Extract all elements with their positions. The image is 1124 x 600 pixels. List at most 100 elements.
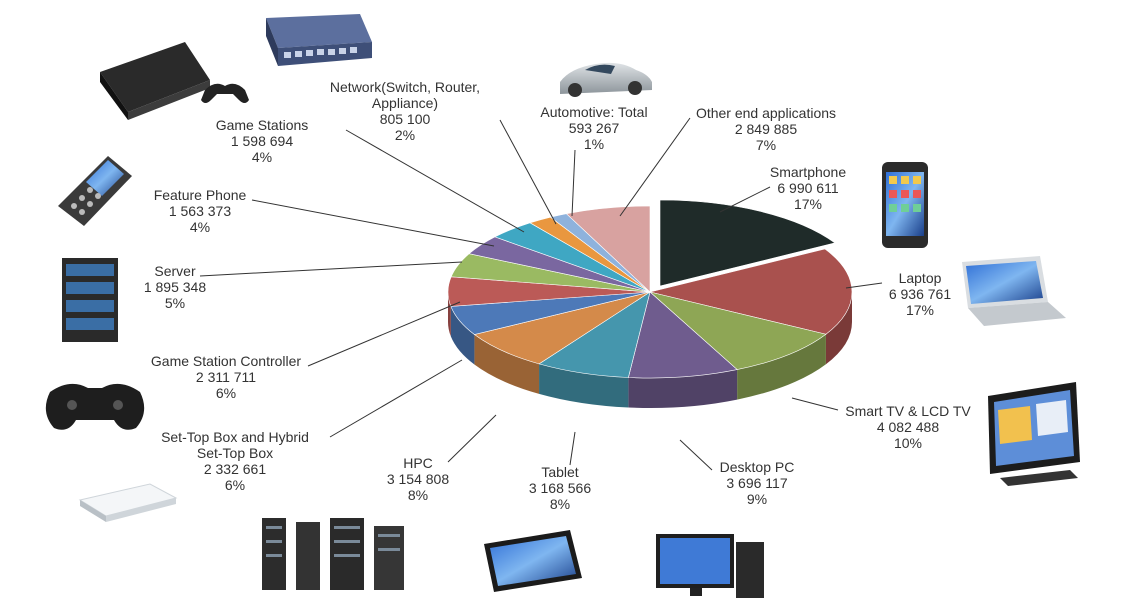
tablet-icon — [484, 530, 582, 592]
pie-slices — [447, 199, 853, 379]
laptop-icon — [962, 256, 1066, 326]
leader-line-game-stations — [345, 129, 525, 233]
pie-wall-2 — [737, 334, 826, 400]
pie-side-walls — [448, 292, 852, 408]
pie-wall-4 — [539, 363, 629, 408]
callout-smart-tv-line-1: 4 082 488 — [877, 419, 939, 435]
car-icon — [560, 62, 652, 97]
callout-game-stations-line-0: Game Stations — [216, 117, 309, 133]
callout-automotive-line-0: Automotive: Total — [540, 104, 647, 120]
callout-laptop-line-2: 17% — [906, 302, 934, 318]
callout-game-station-controller-line-1: 2 311 711 — [196, 369, 256, 385]
callout-smartphone-line-1: 6 990 611 — [777, 180, 838, 196]
callout-hpc-line-1: 3 154 808 — [387, 471, 449, 487]
leader-line-game-station-controller — [307, 301, 461, 367]
leader-line-server — [199, 261, 463, 277]
leader-line-laptop — [845, 282, 883, 289]
callout-tablet-line-2: 8% — [550, 496, 570, 512]
pie-wall-3 — [628, 369, 738, 408]
pie-slice-2 — [649, 291, 827, 370]
hpc-rack-icon — [262, 518, 404, 590]
callout-network-line-2: 805 100 — [380, 111, 431, 127]
callout-network-line-3: 2% — [395, 127, 415, 143]
callout-feature-phone-line-2: 4% — [190, 219, 210, 235]
network-switch-icon — [266, 14, 372, 66]
leader-line-hpc — [447, 414, 497, 463]
game-console-icon — [100, 42, 249, 120]
leader-line-network — [499, 119, 557, 225]
callout-smart-tv-line-0: Smart TV & LCD TV — [845, 403, 971, 419]
pie-slice-3 — [628, 291, 738, 379]
callout-network: Network(Switch, Router,Appliance)805 100… — [330, 79, 480, 143]
pie-slice-5 — [473, 291, 651, 365]
leader-line-smart-tv — [791, 397, 839, 411]
server-icon — [62, 258, 118, 342]
callout-game-station-controller-line-2: 6% — [216, 385, 236, 401]
callout-set-top-box-line-2: 2 332 661 — [204, 461, 266, 477]
callout-set-top-box-line-1: Set-Top Box — [197, 445, 273, 461]
desktop-pc-icon — [656, 534, 764, 598]
callout-hpc-line-2: 8% — [408, 487, 428, 503]
callout-tablet-line-1: 3 168 566 — [529, 480, 591, 496]
leader-line-automotive — [571, 149, 576, 217]
callout-smartphone-line-2: 17% — [794, 196, 822, 212]
callout-game-station-controller-line-0: Game Station Controller — [151, 353, 302, 369]
callout-desktop-pc-line-1: 3 696 117 — [726, 475, 787, 491]
callout-server-line-1: 1 895 348 — [144, 279, 206, 295]
callout-other-line-0: Other end applications — [696, 105, 836, 121]
callout-automotive-line-1: 593 267 — [569, 120, 620, 136]
pie-wall-1 — [825, 292, 852, 365]
pie-slice-4 — [538, 291, 651, 378]
leader-line-smartphone — [719, 186, 771, 213]
callout-desktop-pc-line-0: Desktop PC — [720, 459, 795, 475]
callout-server-line-0: Server — [154, 263, 196, 279]
tv-icon — [988, 382, 1080, 486]
callout-smartphone-line-0: Smartphone — [770, 164, 846, 180]
callout-desktop-pc-line-2: 9% — [747, 491, 767, 507]
leader-lines — [199, 117, 883, 471]
callout-other-line-1: 2 849 885 — [735, 121, 797, 137]
smartphone-icon — [882, 162, 928, 248]
leader-line-other — [619, 117, 691, 217]
callout-other-line-2: 7% — [756, 137, 776, 153]
callout-feature-phone-line-1: 1 563 373 — [169, 203, 231, 219]
set-top-box-icon — [78, 483, 178, 522]
callout-laptop-line-1: 6 936 761 — [889, 286, 951, 302]
pie-slice-0 — [659, 199, 836, 287]
callout-feature-phone-line-0: Feature Phone — [154, 187, 247, 203]
leader-line-feature-phone — [251, 199, 495, 247]
callout-game-stations-line-1: 1 598 694 — [231, 133, 293, 149]
callout-tablet-line-0: Tablet — [541, 464, 578, 480]
pie-wall-6 — [450, 306, 475, 365]
pie-slice-1 — [649, 248, 853, 335]
callout-laptop-line-0: Laptop — [899, 270, 942, 286]
callout-game-stations-line-2: 4% — [252, 149, 272, 165]
callout-server-line-2: 5% — [165, 295, 185, 311]
pie-wall-7 — [448, 292, 451, 337]
callout-network-line-0: Network(Switch, Router, — [330, 79, 480, 95]
callout-set-top-box-line-0: Set-Top Box and Hybrid — [161, 429, 309, 445]
feature-phone-icon — [58, 156, 132, 226]
pie-slice-13 — [565, 205, 651, 293]
leader-line-tablet — [569, 431, 576, 466]
leader-line-desktop-pc — [679, 439, 713, 471]
callout-set-top-box-line-3: 6% — [225, 477, 245, 493]
callout-smart-tv-line-2: 10% — [894, 435, 922, 451]
callout-hpc-line-0: HPC — [403, 455, 433, 471]
pie-wall-5 — [474, 334, 540, 394]
callout-automotive-line-2: 1% — [584, 136, 604, 152]
